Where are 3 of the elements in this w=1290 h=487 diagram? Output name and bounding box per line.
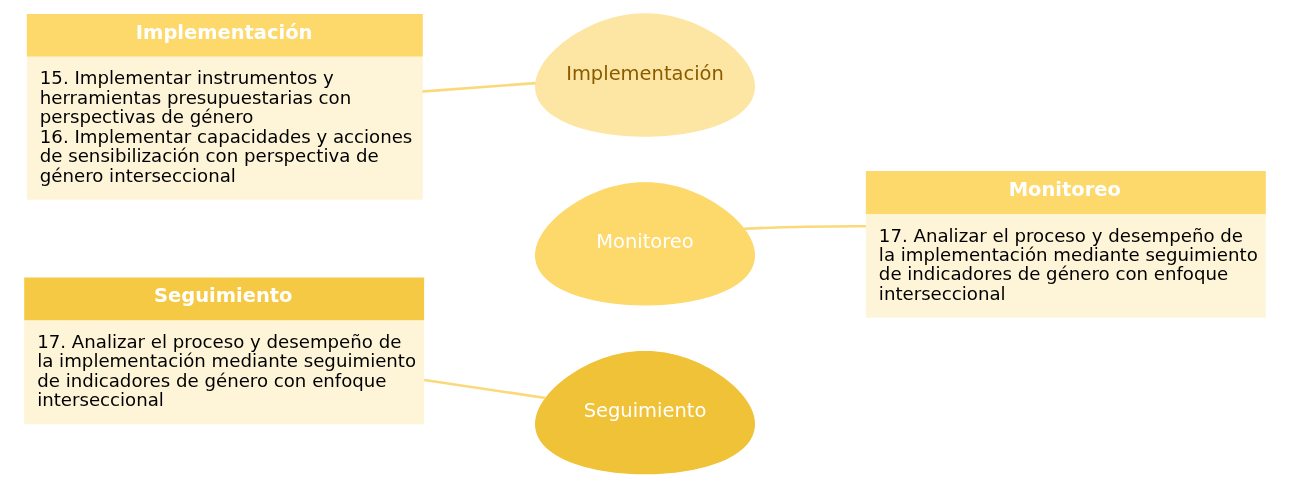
connector bbox=[422, 81, 536, 93]
connector bbox=[423, 378, 546, 400]
connector bbox=[743, 225, 866, 231]
